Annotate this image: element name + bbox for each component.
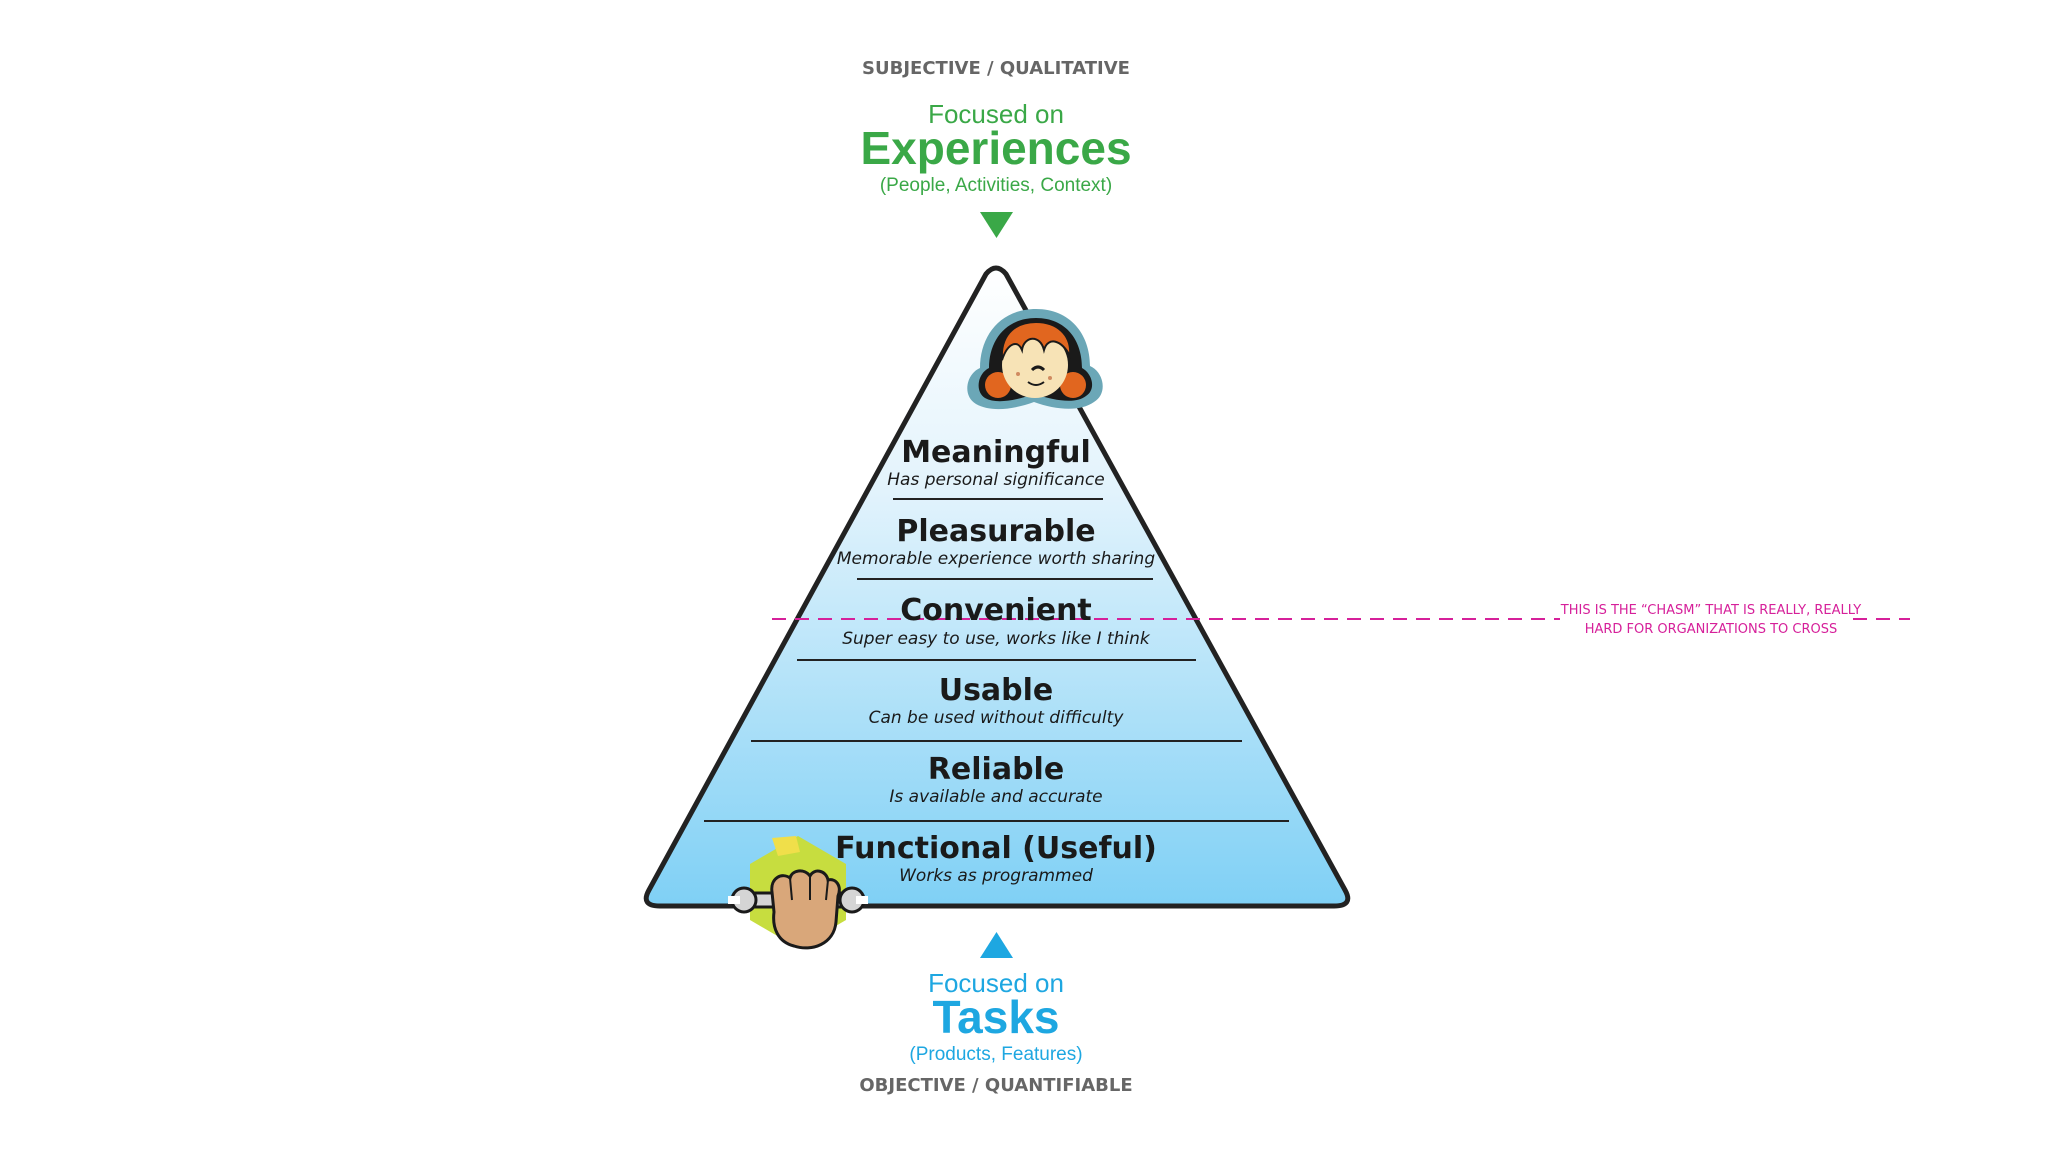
bottom-focus-subtitle: (Products, Features) [909,1044,1082,1065]
bottom-focus-title: Tasks [932,991,1059,1043]
top-focus-subtitle: (People, Activities, Context) [880,175,1112,196]
top-axis-label: SUBJECTIVE / QUALITATIVE [862,58,1130,79]
level-subtitle: Super easy to use, works like I think [842,629,1151,649]
top-focused-on: Focused on [928,99,1064,129]
level-title: Usable [939,673,1054,708]
level-subtitle: Can be used without difficulty [869,708,1125,728]
pyramid-shape [643,265,1351,909]
fist-wrench-icon [728,836,868,950]
girl-face-icon [967,309,1103,410]
level-subtitle: Works as programmed [899,866,1093,886]
level-title: Pleasurable [896,514,1095,549]
down-arrow-icon [980,212,1013,238]
level-title: Convenient [900,593,1092,628]
bottom-focused-on: Focused on [928,968,1064,998]
bottom-axis-label: OBJECTIVE / QUANTIFIABLE [859,1075,1132,1096]
chasm-label-line2: HARD FOR ORGANIZATIONS TO CROSS [1585,622,1838,637]
level-subtitle: Is available and accurate [889,787,1102,807]
level-title: Reliable [928,752,1064,787]
up-arrow-icon [980,932,1013,958]
level-title: Functional (Useful) [835,831,1157,866]
level-title: Meaningful [901,435,1091,470]
chasm-label-bg [1560,600,1852,640]
level-subtitle: Has personal significance [887,470,1104,490]
top-focus-title: Experiences [860,122,1131,174]
chasm-label-line1: THIS IS THE “CHASM” THAT IS REALLY, REAL… [1560,603,1861,618]
level-subtitle: Memorable experience worth sharing [837,549,1155,569]
